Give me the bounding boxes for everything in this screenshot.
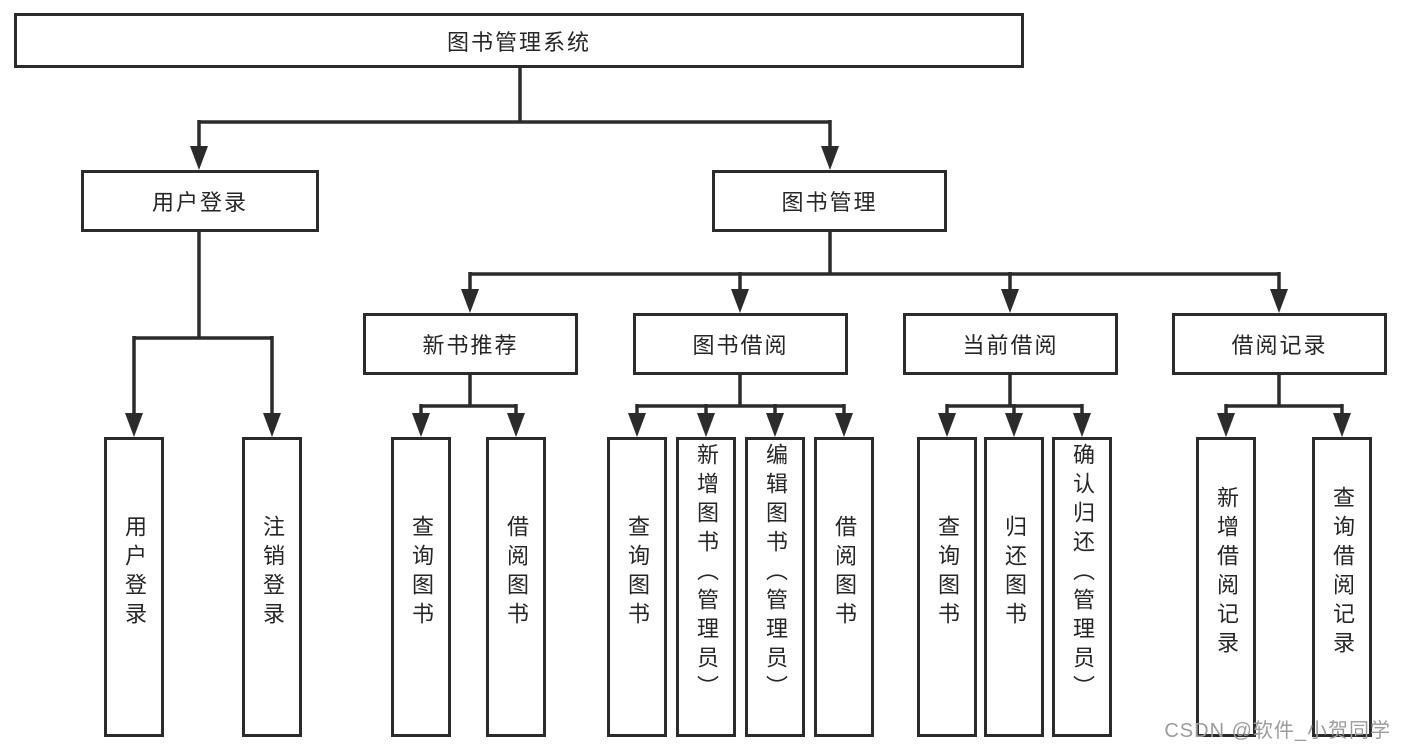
node-label: 确认归还（管理员）: [1070, 442, 1095, 704]
leaf-logout: 注销登录: [242, 437, 302, 737]
leaf-add-borrow-record: 新增借阅记录: [1196, 437, 1256, 737]
node-label: 当前借阅: [962, 333, 1059, 358]
csdn-watermark: CSDN @软件_小贺同学: [1164, 720, 1391, 742]
leaf-query-books-borrowing: 查询图书: [607, 437, 667, 737]
leaf-query-books-current: 查询图书: [917, 437, 977, 737]
node-current-borrowing: 当前借阅: [903, 313, 1118, 375]
node-label: 编辑图书（管理员）: [763, 442, 788, 704]
leaf-user-login: 用户登录: [104, 437, 164, 737]
leaf-borrow-books-recommend: 借阅图书: [486, 437, 546, 737]
node-user-login: 用户登录: [81, 170, 319, 232]
arrowheads: [125, 146, 1351, 437]
node-new-book-recommendation: 新书推荐: [363, 313, 578, 375]
node-label: 新增借阅记录: [1214, 486, 1239, 660]
node-label: 注销登录: [260, 515, 285, 631]
node-label: 查询图书: [625, 515, 650, 631]
node-label: 新书推荐: [422, 333, 519, 358]
leaf-confirm-return-admin: 确认归还（管理员）: [1052, 437, 1112, 737]
node-label: 查询图书: [409, 515, 434, 631]
node-book-management: 图书管理: [712, 170, 947, 232]
leaf-borrow-books-borrowing: 借阅图书: [814, 437, 874, 737]
node-borrowing-records: 借阅记录: [1172, 313, 1387, 375]
node-label: 查询图书: [935, 515, 960, 631]
node-label: 图书借阅: [692, 333, 789, 358]
node-label: 用户登录: [122, 515, 147, 631]
leaf-return-books: 归还图书: [984, 437, 1044, 737]
node-label: 图书管理系统: [446, 29, 591, 55]
leaf-query-borrow-record: 查询借阅记录: [1312, 437, 1372, 737]
node-label: 借阅图书: [504, 515, 529, 631]
node-label: 归还图书: [1002, 515, 1027, 631]
leaf-edit-books-admin: 编辑图书（管理员）: [745, 437, 805, 737]
node-label: 借阅记录: [1231, 333, 1328, 358]
node-label: 新增图书（管理员）: [694, 442, 719, 704]
node-label: 用户登录: [151, 190, 248, 215]
leaf-add-books-admin: 新增图书（管理员）: [676, 437, 736, 737]
node-book-borrowing: 图书借阅: [633, 313, 848, 375]
node-library-management-system: 图书管理系统: [14, 13, 1024, 68]
node-label: 借阅图书: [832, 515, 857, 631]
leaf-query-books-recommend: 查询图书: [391, 437, 451, 737]
node-label: 查询借阅记录: [1330, 486, 1355, 660]
node-label: 图书管理: [781, 190, 878, 215]
